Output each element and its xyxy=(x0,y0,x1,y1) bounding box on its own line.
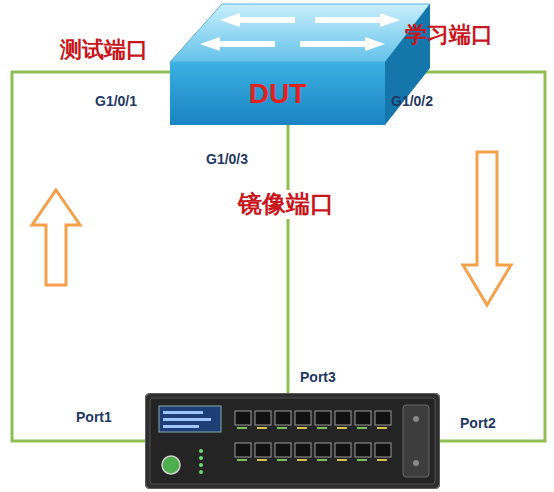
port-label: Port3 xyxy=(300,369,336,385)
switch-top xyxy=(170,4,430,62)
cable-line xyxy=(287,125,290,393)
interface-label: G1/0/3 xyxy=(206,151,248,168)
interface-label: G1/0/1 xyxy=(95,93,137,110)
tester-device: Port1Port2Port3 xyxy=(145,393,440,489)
cable-line xyxy=(385,72,545,441)
interface-label: G1/0/2 xyxy=(391,93,433,110)
port-role-label: 学习端口 xyxy=(405,22,493,48)
switch-box: DUT xyxy=(170,62,385,125)
port-label: Port2 xyxy=(460,415,496,431)
flow-arrow-down xyxy=(463,152,511,305)
device-title: DUT xyxy=(249,78,307,110)
port-role-label: 镜像端口 xyxy=(236,190,336,219)
flow-arrow-up xyxy=(32,190,80,285)
tester-illustration xyxy=(145,393,440,489)
port-label: Port1 xyxy=(76,409,112,425)
port-role-label: 测试端口 xyxy=(60,37,148,63)
cable-line xyxy=(12,72,170,441)
switch-arrows xyxy=(200,13,400,51)
